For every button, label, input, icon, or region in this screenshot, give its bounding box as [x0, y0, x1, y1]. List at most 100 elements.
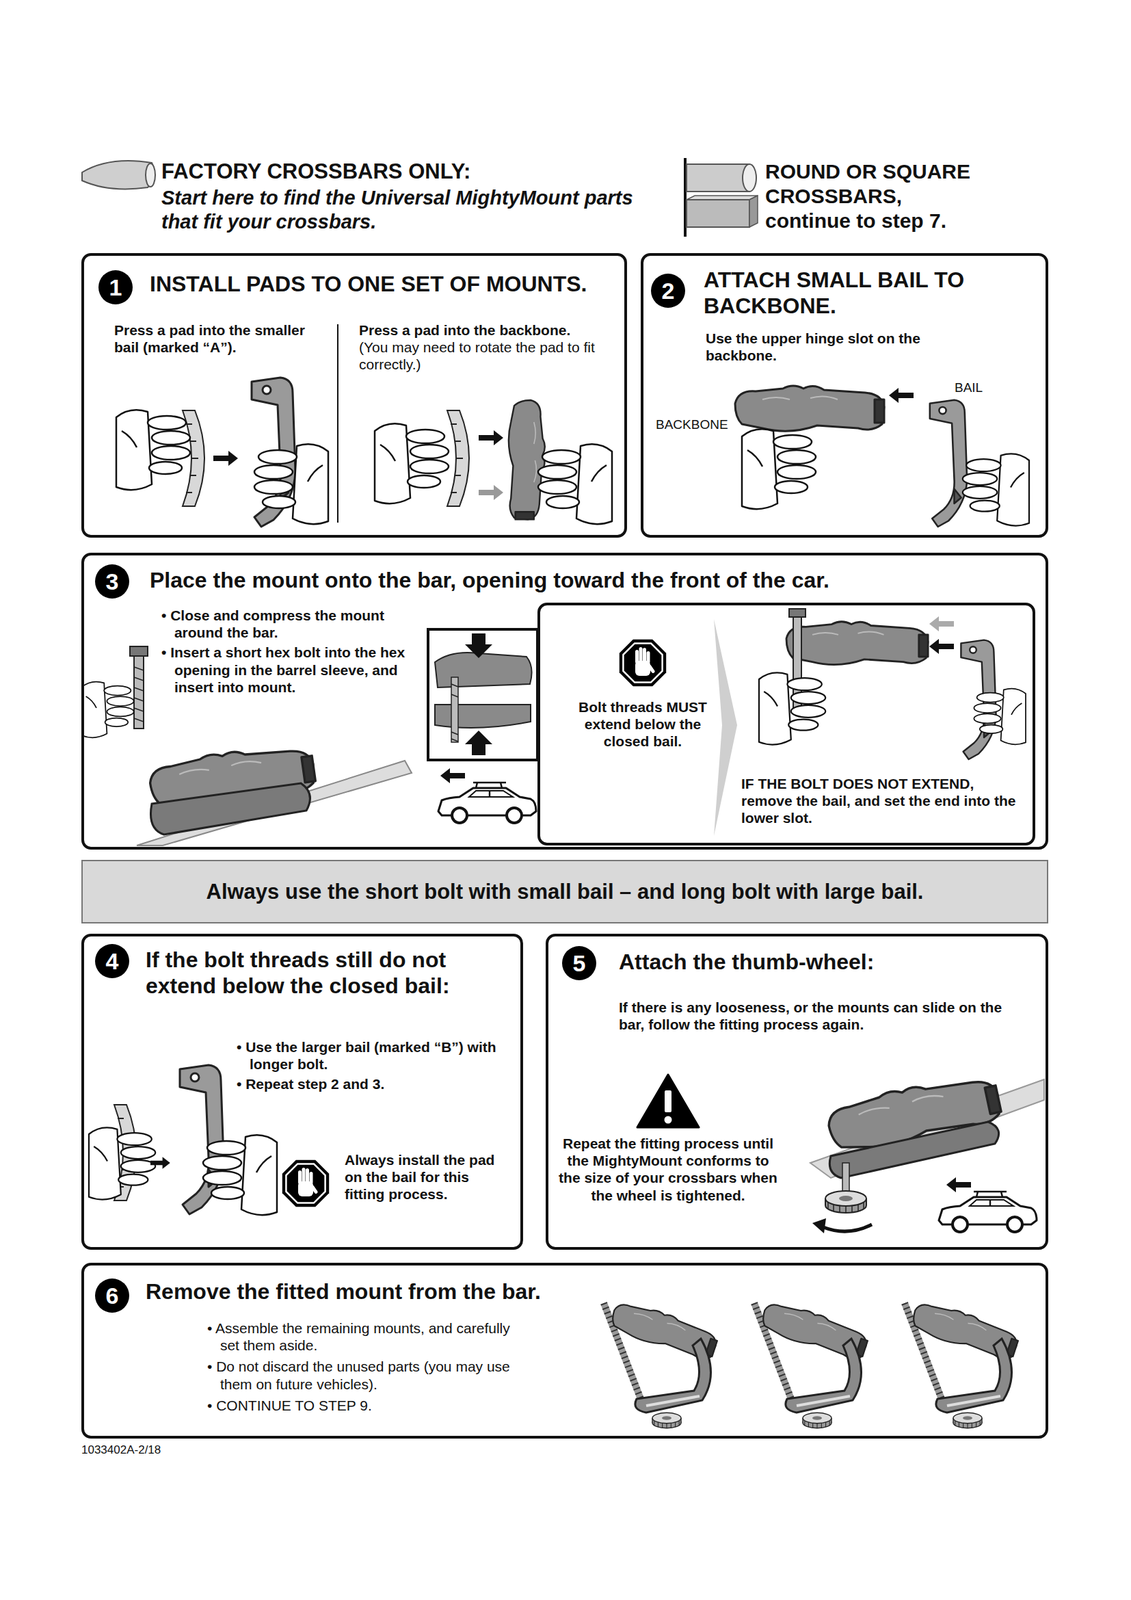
attach-bail-figure — [735, 385, 1030, 527]
attach-bail-figure — [929, 400, 967, 527]
thumb-wheel-figure — [812, 1217, 827, 1233]
car-direction-icon — [938, 1176, 1037, 1232]
instruction-note: (You may need to rotate the pad to fit c… — [358, 338, 616, 373]
attach-bail-figure — [741, 428, 816, 509]
document-code: 1033402A-2/18 — [81, 1442, 287, 1457]
step-number-text: 3 — [105, 569, 119, 593]
pad-into-bail-figure — [116, 409, 191, 490]
step-number: 6 — [95, 1278, 130, 1313]
rule-text: Always use the short bolt with small bai… — [82, 878, 1047, 904]
step-heading: INSTALL PADS TO ONE SET OF MOUNTS. — [149, 270, 615, 297]
car-direction-icon — [438, 767, 537, 823]
instruction-text: Use the upper hinge slot on the backbone… — [705, 329, 952, 364]
thumb-wheel-figure — [825, 1190, 867, 1213]
aero-bar-icon — [82, 160, 155, 189]
pad-into-backbone-figure — [374, 423, 449, 504]
bullet-text: • Do not discard the unused parts (you m… — [207, 1357, 529, 1392]
attach-bail-figure — [888, 387, 914, 403]
lower-slot-figure — [759, 608, 1026, 760]
zoom-inset — [451, 676, 459, 742]
lower-slot-figure — [786, 621, 928, 665]
bullet-text: • Close and compress the mount around th… — [161, 606, 415, 641]
lower-slot-figure — [789, 608, 806, 617]
warning-panel: Bolt threads MUST extend below the close… — [537, 602, 1036, 846]
lower-slot-figure — [929, 616, 954, 632]
warning-text: Bolt threads MUST extend below the close… — [574, 698, 712, 751]
part-label: BAIL — [954, 380, 1023, 396]
rule-band: Always use the short bolt with small bai… — [81, 859, 1049, 924]
section-heading: ROUND OR SQUARE CROSSBARS, continue to s… — [765, 159, 986, 234]
lower-slot-figure — [973, 688, 1026, 745]
zoom-inset — [464, 633, 493, 658]
bolt-insert-figure — [129, 646, 148, 656]
stop-symbol — [619, 639, 667, 686]
pad-into-backbone-figure — [478, 484, 504, 500]
fitted-mounts-figure — [603, 1297, 1021, 1428]
bullet-text: • Assemble the remaining mounts, and car… — [207, 1319, 529, 1354]
warning-symbol — [637, 1074, 699, 1127]
section-note: Start here to find the Universal MightyM… — [161, 185, 668, 234]
lower-slot-figure — [929, 638, 954, 654]
step-panel: INSTALL PADS TO ONE SET OF MOUNTS. Press … — [81, 253, 628, 538]
round-square-bar-icon — [685, 157, 758, 237]
warning-symbol — [664, 1089, 672, 1112]
round-square-bar-icon — [686, 164, 750, 192]
step-number-text: 6 — [105, 1283, 119, 1307]
fitted-mounts-figure — [904, 1297, 1021, 1428]
thumb-wheel-figure — [810, 1069, 1045, 1233]
instruction-text: IF THE BOLT DOES NOT EXTEND, remove the … — [741, 774, 1019, 827]
stop-symbol — [619, 639, 667, 686]
pad-into-backbone-figure — [374, 400, 612, 524]
attach-bail-figure — [735, 385, 885, 431]
instruction-text: If there is any looseness, or the mounts… — [618, 998, 1009, 1033]
thumb-wheel-figure — [823, 1223, 872, 1231]
large-bail-figure — [88, 1126, 156, 1199]
bullet-text: • Repeat step 2 and 3. — [236, 1074, 504, 1093]
step-number: 2 — [650, 273, 686, 308]
step-heading: Place the mount onto the bar, opening to… — [149, 566, 1032, 593]
warning-symbol — [637, 1074, 699, 1127]
pad-into-backbone-figure — [478, 430, 504, 446]
zoom-inset — [428, 629, 538, 760]
pad-into-bail-figure — [213, 450, 238, 466]
car-direction-icon — [438, 782, 537, 823]
warning-text: Always install the pad on the bail for t… — [344, 1150, 513, 1203]
zoom-inset — [451, 683, 459, 742]
zoom-inset — [464, 730, 493, 755]
bullet-text: • CONTINUE TO STEP 9. — [207, 1396, 529, 1414]
sequence-chevron — [713, 618, 738, 836]
bullet-text: • Insert a short hex bolt into the hex o… — [161, 643, 415, 696]
warning-symbol — [664, 1115, 673, 1124]
step-panel: Place the mount onto the bar, opening to… — [81, 552, 1049, 850]
pad-into-backbone-figure — [447, 410, 470, 507]
bolt-insert-figure — [150, 782, 310, 835]
step-panel: If the bolt threads still do not extend … — [81, 933, 524, 1250]
bolt-insert-figure — [134, 666, 144, 722]
fitted-mounts-figure — [754, 1297, 871, 1428]
warning-text: Repeat the fitting process until the Mig… — [555, 1134, 781, 1204]
pad-into-backbone-figure — [508, 400, 545, 520]
step-panel: Attach the thumb-wheel:If there is any l… — [545, 933, 1049, 1250]
step-number-text: 2 — [661, 278, 675, 303]
step-number-text: 4 — [105, 949, 119, 973]
step-heading: Remove the fitted mount from the bar. — [145, 1278, 584, 1305]
large-bail-figure — [150, 1156, 171, 1169]
step-number-text: 5 — [573, 951, 587, 975]
instruction-text: Press a pad into the smaller bail (marke… — [114, 321, 327, 356]
column-divider — [337, 324, 339, 523]
stop-symbol — [282, 1159, 329, 1207]
round-square-bar-icon — [742, 164, 757, 192]
step-number: 4 — [95, 943, 130, 978]
bolt-insert-figure — [82, 681, 135, 738]
zoom-inset — [434, 652, 532, 688]
instruction-text: Press a pad into the backbone. — [358, 321, 616, 339]
car-direction-icon — [946, 1176, 971, 1192]
car-direction-icon — [440, 767, 465, 783]
pad-into-bail-figure — [254, 443, 329, 524]
zoom-inset — [428, 629, 538, 760]
step-panel: Remove the fitted mount from the bar. • A… — [81, 1262, 1049, 1439]
car-direction-icon — [938, 1191, 1037, 1232]
section-heading: FACTORY CROSSBARS ONLY: — [161, 158, 682, 184]
